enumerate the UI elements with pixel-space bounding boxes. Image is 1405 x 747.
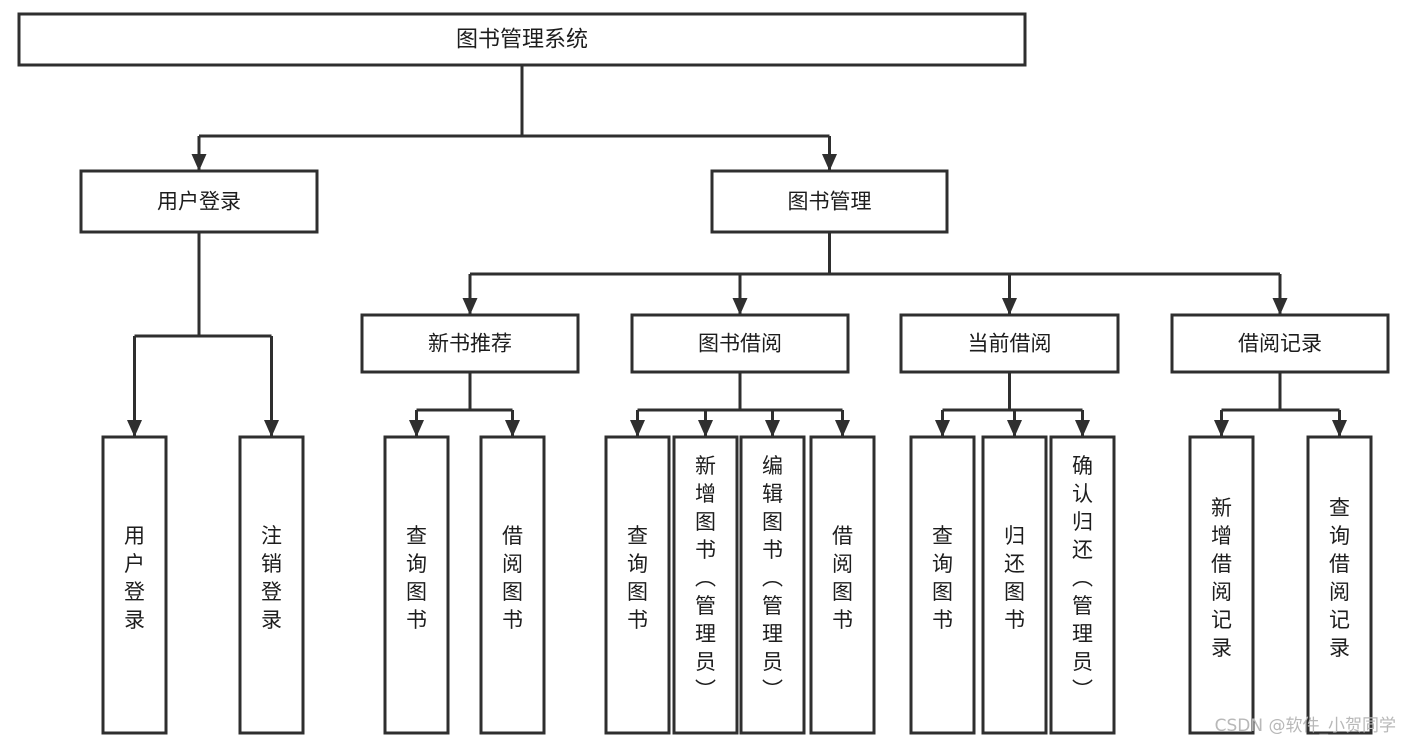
arrow-to-user-login: [191, 154, 207, 171]
arrow-to-leaf-user-login: [127, 420, 142, 437]
arrow-to-leaf-return-book: [1007, 420, 1022, 437]
leaf-node-leaf-confirm-return[interactable]: 确认归还︵管理员︶: [1049, 435, 1116, 735]
leaf-label: 编辑图书︵管理员︶: [762, 454, 783, 702]
node-box[interactable]: [101, 435, 168, 735]
node-label: 当前借阅: [968, 332, 1052, 356]
node-box[interactable]: [1049, 435, 1116, 735]
leaf-node-leaf-return-book[interactable]: 归还图书: [981, 435, 1048, 735]
arrow-to-leaf-user-logout: [264, 420, 279, 437]
leaf-node-leaf-query-book-3[interactable]: 查询图书: [909, 435, 976, 735]
arrow-to-leaf-add-book: [698, 420, 713, 437]
node-box[interactable]: [672, 435, 739, 735]
leaf-label: 查询图书: [406, 524, 427, 632]
connector-layer: [127, 65, 1347, 437]
leaf-node-leaf-borrow-book-1[interactable]: 借阅图书: [479, 435, 546, 735]
leaf-label: 新增借阅记录: [1211, 496, 1232, 660]
leaf-node-leaf-edit-book[interactable]: 编辑图书︵管理员︶: [739, 435, 806, 735]
leaf-node-leaf-borrow-book-2[interactable]: 借阅图书: [809, 435, 876, 735]
leaf-node-leaf-add-book[interactable]: 新增图书︵管理员︶: [672, 435, 739, 735]
level2-node-new-book-recommend[interactable]: 新书推荐: [360, 313, 580, 374]
arrow-to-leaf-query-book-1: [409, 420, 424, 437]
node-label: 图书管理: [788, 190, 872, 214]
leaf-label: 查询图书: [932, 524, 953, 632]
leaf-label: 确认归还︵管理员︶: [1072, 454, 1093, 702]
node-box[interactable]: [909, 435, 976, 735]
leaf-node-leaf-query-record[interactable]: 查询借阅记录: [1306, 435, 1373, 735]
leaf-label: 查询借阅记录: [1329, 496, 1350, 660]
node-layer: 图书管理系统用户登录图书管理新书推荐图书借阅当前借阅借阅记录用户登录注销登录查询…: [17, 12, 1390, 735]
arrow-to-current-borrow: [1002, 298, 1017, 315]
node-box[interactable]: [238, 435, 305, 735]
leaf-label: 归还图书: [1004, 524, 1025, 632]
arrow-to-book-manage: [822, 154, 837, 171]
arrow-to-leaf-add-record: [1214, 420, 1229, 437]
node-label: 用户登录: [157, 190, 241, 214]
arrow-to-leaf-borrow-book-2: [835, 420, 850, 437]
node-box[interactable]: [739, 435, 806, 735]
level2-node-borrow-record[interactable]: 借阅记录: [1170, 313, 1390, 374]
node-box[interactable]: [79, 169, 319, 234]
node-box[interactable]: [630, 313, 850, 374]
node-box[interactable]: [17, 12, 1027, 67]
leaf-node-leaf-user-logout[interactable]: 注销登录: [238, 435, 305, 735]
node-label: 借阅记录: [1238, 332, 1322, 356]
arrow-to-book-borrow: [732, 298, 748, 315]
node-box[interactable]: [360, 313, 580, 374]
node-box[interactable]: [1188, 435, 1255, 735]
leaf-label: 借阅图书: [832, 524, 853, 632]
csdn-watermark: CSDN @软件_小贺同学: [1215, 716, 1396, 736]
node-box[interactable]: [383, 435, 450, 735]
node-box[interactable]: [981, 435, 1048, 735]
arrow-to-leaf-borrow-book-1: [505, 420, 520, 437]
node-box[interactable]: [604, 435, 671, 735]
leaf-label: 借阅图书: [502, 524, 523, 632]
leaf-node-leaf-add-record[interactable]: 新增借阅记录: [1188, 435, 1255, 735]
leaf-label: 查询图书: [627, 524, 648, 632]
node-box[interactable]: [1170, 313, 1390, 374]
node-box[interactable]: [710, 169, 949, 234]
leaf-node-leaf-query-book-1[interactable]: 查询图书: [383, 435, 450, 735]
arrow-to-leaf-confirm-return: [1075, 420, 1090, 437]
node-box[interactable]: [809, 435, 876, 735]
arrow-to-new-book-recommend: [462, 298, 478, 315]
node-label: 图书管理系统: [456, 28, 588, 53]
node-box[interactable]: [899, 313, 1120, 374]
leaf-node-leaf-query-book-2[interactable]: 查询图书: [604, 435, 671, 735]
level1-node-book-manage[interactable]: 图书管理: [710, 169, 949, 234]
leaf-node-leaf-user-login[interactable]: 用户登录: [101, 435, 168, 735]
level2-node-current-borrow[interactable]: 当前借阅: [899, 313, 1120, 374]
level2-node-book-borrow[interactable]: 图书借阅: [630, 313, 850, 374]
node-label: 新书推荐: [428, 332, 512, 356]
node-label: 图书借阅: [698, 332, 782, 356]
arrow-to-leaf-query-record: [1332, 420, 1347, 437]
arrow-to-borrow-record: [1272, 298, 1288, 315]
node-box[interactable]: [479, 435, 546, 735]
arrow-to-leaf-query-book-2: [630, 420, 645, 437]
leaf-label: 注销登录: [261, 524, 282, 632]
arrow-to-leaf-edit-book: [765, 420, 780, 437]
node-box[interactable]: [1306, 435, 1373, 735]
level1-node-user-login[interactable]: 用户登录: [79, 169, 319, 234]
arrow-to-leaf-query-book-3: [935, 420, 950, 437]
leaf-label: 新增图书︵管理员︶: [695, 454, 716, 702]
root-node-system[interactable]: 图书管理系统: [17, 12, 1027, 67]
leaf-label: 用户登录: [124, 524, 145, 632]
